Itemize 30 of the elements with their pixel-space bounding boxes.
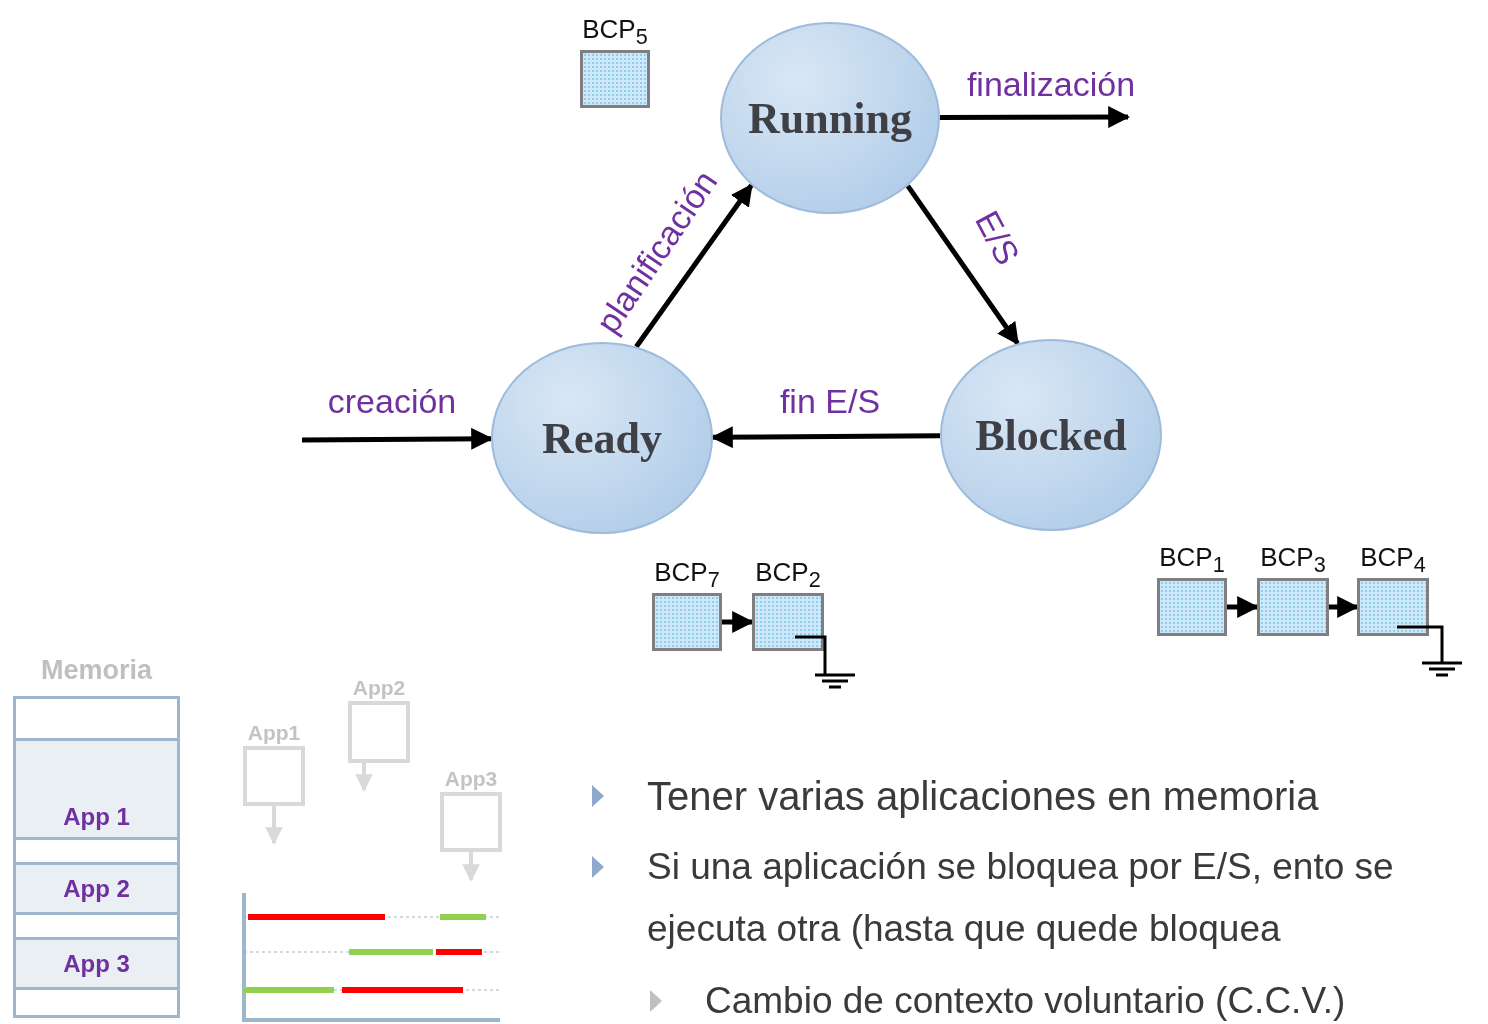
app-name: App 2 <box>63 874 130 903</box>
state-name: Running <box>748 92 912 144</box>
app-label: App3 <box>444 766 498 790</box>
app-name: App 3 <box>63 949 130 978</box>
app-label: App2 <box>352 675 406 699</box>
bullet-text: Tener varias aplicaciones en memoria <box>647 773 1320 820</box>
bullet-text: Cambio de contexto voluntario (C.C.V.) <box>705 979 1347 1023</box>
block-label: BCP$_{5}$ <box>582 15 648 49</box>
arrow <box>265 806 283 845</box>
memory-slot <box>13 987 180 1018</box>
memory-slot <box>13 862 180 915</box>
state-name: Ready <box>542 412 662 464</box>
memory-slot <box>13 738 180 840</box>
arrow <box>355 763 373 792</box>
app-label: App1 <box>247 720 301 744</box>
block-label: BCP$_{4}$ <box>1360 543 1426 577</box>
state-name: Blocked <box>975 409 1127 461</box>
block-label: BCP$_{7}$ <box>654 558 720 592</box>
memory-slot <box>13 912 180 940</box>
arrow <box>940 106 1131 129</box>
memory-slot <box>13 937 180 990</box>
app-name: App 1 <box>63 803 130 831</box>
block-label: BCP$_{3}$ <box>1260 543 1326 577</box>
block-label: BCP$_{2}$ <box>755 558 821 592</box>
block-label: BCP$_{1}$ <box>1159 543 1225 577</box>
arrow <box>462 852 480 882</box>
memory-slot <box>13 696 180 741</box>
bullet-text: Si una aplicación se bloquea por E/S, ento se ejecuta otra (hasta que quede bloquea <box>647 845 1395 952</box>
memory-slot <box>13 837 180 865</box>
memory-heading: Memoria <box>41 656 152 686</box>
